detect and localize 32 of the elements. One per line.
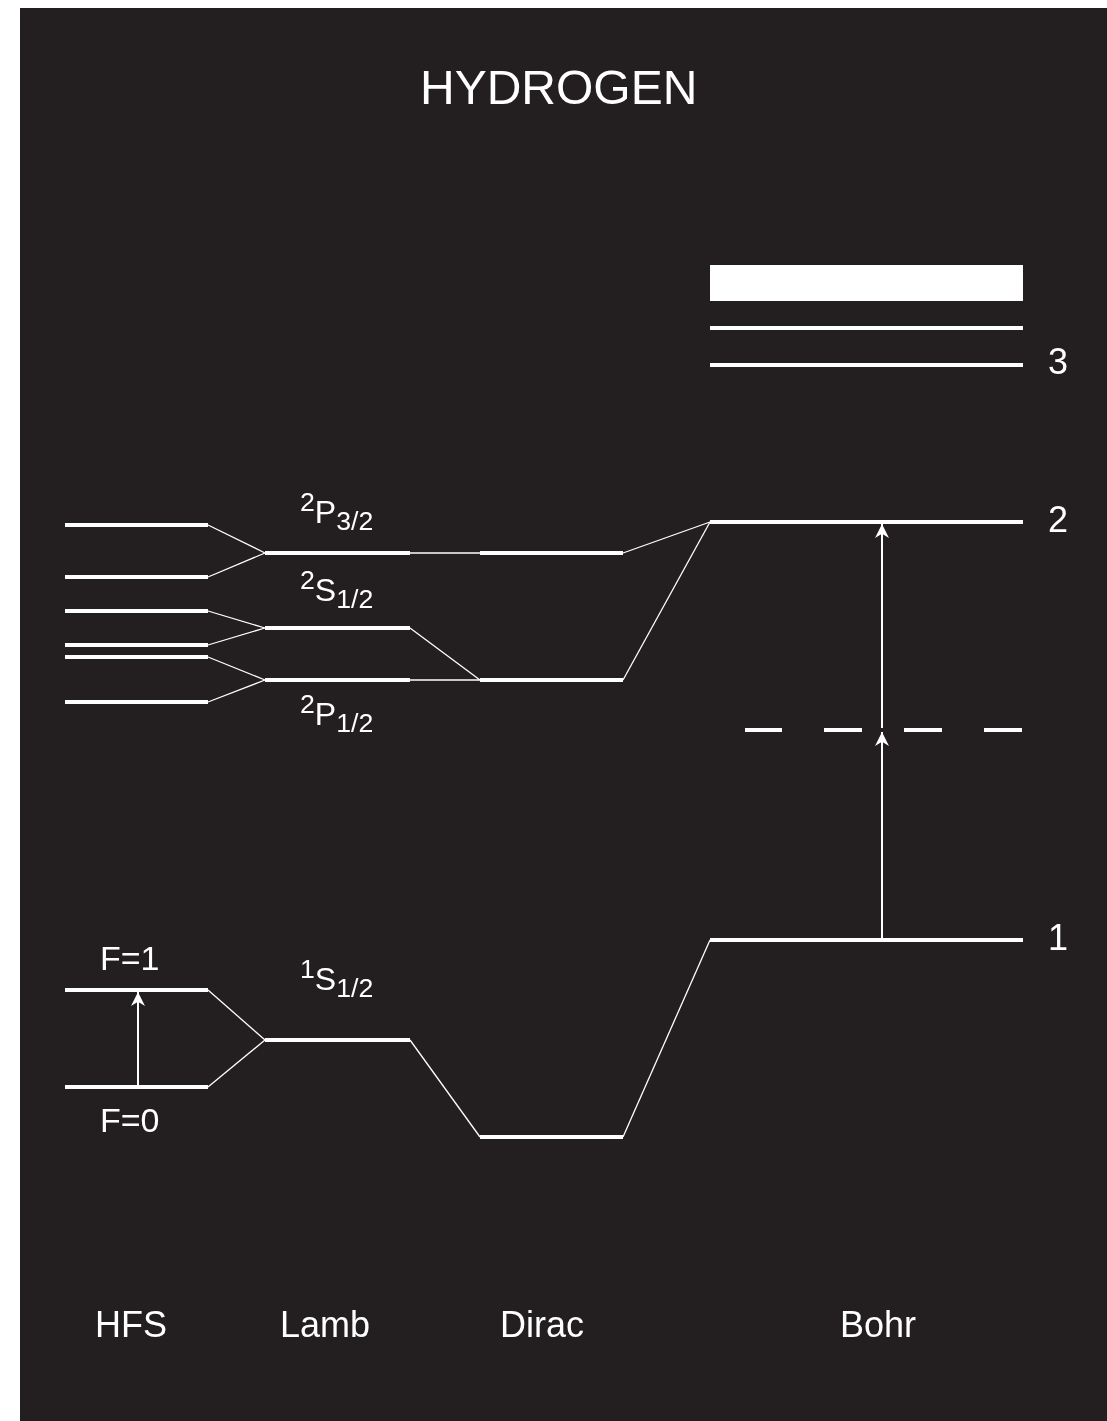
level-label: 3 xyxy=(1048,342,1069,382)
column-label: HFS xyxy=(95,1305,167,1345)
connector-line xyxy=(207,989,266,1041)
level-label: 1 xyxy=(1048,918,1069,958)
level-label: $^{2}$P$_{3/2}$ xyxy=(300,488,374,537)
connector-line xyxy=(207,627,266,646)
connector-line xyxy=(207,679,266,703)
column-label: Lamb xyxy=(280,1305,371,1345)
connector-line xyxy=(409,627,481,681)
title: HYDROGEN xyxy=(420,62,698,115)
arrow xyxy=(131,991,145,1086)
level-label: $^{2}$S$_{1/2}$ xyxy=(300,566,374,615)
column-label: Dirac xyxy=(500,1305,584,1345)
connector-line xyxy=(409,1039,481,1138)
connector-line xyxy=(207,552,266,578)
level-label: F=1 xyxy=(100,940,160,978)
connector-line xyxy=(409,552,481,554)
connector-line xyxy=(207,656,266,681)
level-label: 2 xyxy=(1048,500,1069,540)
level-label: $^{2}$P$_{1/2}$ xyxy=(300,690,374,739)
level-label: $^{1}$S$_{1/2}$ xyxy=(300,955,374,1004)
column-label: Bohr xyxy=(840,1305,917,1345)
connector-line xyxy=(207,610,266,629)
connector-line xyxy=(207,1039,266,1088)
arrow xyxy=(875,523,889,729)
level-label: F=0 xyxy=(100,1102,160,1140)
connector-line xyxy=(622,939,711,1138)
connector-line xyxy=(622,521,711,681)
connector-line xyxy=(622,521,711,554)
connector-line xyxy=(409,679,481,681)
connector-line xyxy=(207,524,266,554)
arrow xyxy=(875,731,889,939)
